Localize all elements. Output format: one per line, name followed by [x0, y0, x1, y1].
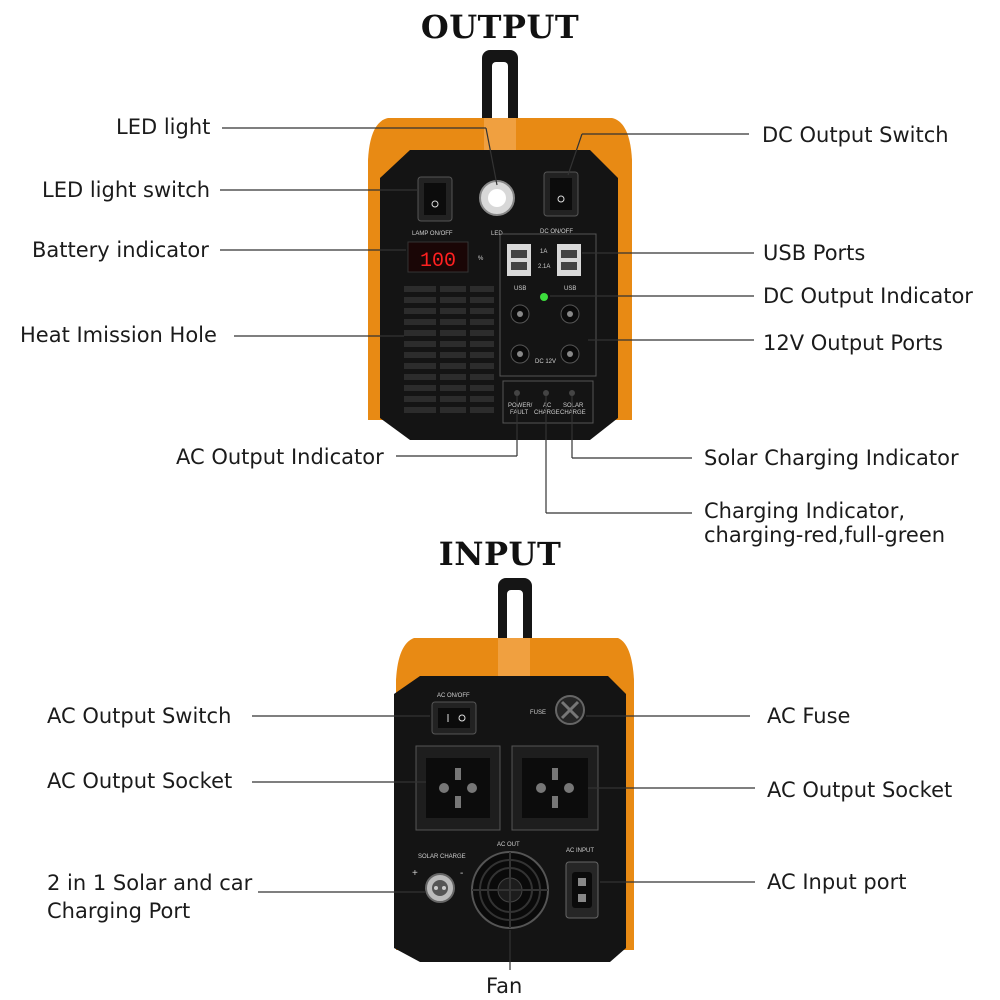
led-text: LED [491, 231, 503, 237]
solar-indicator-light [569, 390, 575, 396]
label-solar-car-port-line2: Charging Port [47, 899, 191, 923]
svg-text:AC: AC [543, 403, 552, 409]
label-dc-output-indicator: DC Output Indicator [763, 284, 973, 308]
label-fan: Fan [486, 974, 523, 998]
svg-text:USB: USB [564, 286, 576, 292]
label-ac-output-switch: AC Output Switch [47, 704, 232, 728]
dc-12v-ports-graphic: DC 12V [510, 304, 580, 365]
svg-text:CHARGE: CHARGE [534, 410, 560, 416]
label-led-light: LED light [116, 115, 211, 139]
label-usb-ports: USB Ports [763, 241, 866, 265]
label-solar-car-port-line1: 2 in 1 Solar and car [47, 871, 253, 895]
usb-ports-graphic: 1A 2.1A USB USB [507, 244, 581, 292]
label-ac-output-indicator: AC Output Indicator [176, 445, 384, 469]
label-heat-hole: Heat Imission Hole [20, 323, 217, 347]
dc-on-off-text: DC ON/OFF [540, 229, 573, 235]
label-dc-output-switch: DC Output Switch [762, 123, 949, 147]
ac-socket-right-graphic [511, 745, 599, 831]
label-12v-output-ports: 12V Output Ports [763, 331, 943, 355]
svg-text:2.1A: 2.1A [538, 264, 550, 270]
label-ac-output-socket-right: AC Output Socket [767, 778, 953, 802]
label-ac-input-port: AC Input port [767, 870, 907, 894]
svg-text:AC ON/OFF: AC ON/OFF [437, 693, 470, 699]
input-power-station: AC ON/OFF FUSE SOLAR CHARGE + [394, 578, 634, 962]
svg-text:FUSE: FUSE [530, 710, 546, 716]
ac-output-indicator-light [514, 390, 520, 396]
percent-text: % [478, 256, 484, 262]
lamp-on-off-text: LAMP ON/OFF [412, 231, 453, 237]
label-led-light-switch: LED light switch [42, 178, 211, 202]
output-power-station: LAMP ON/OFF LED DC ON/OFF 100 % 1A 2.1A … [368, 50, 632, 440]
input-heading: INPUT [438, 535, 562, 573]
svg-text:SOLAR: SOLAR [563, 403, 584, 409]
label-charging-indicator-line1: Charging Indicator, [704, 499, 906, 523]
svg-text:AC OUT: AC OUT [497, 842, 520, 848]
svg-text:POWER/: POWER/ [508, 403, 533, 409]
output-leader-lines [220, 127, 754, 514]
battery-value-text: 100 [420, 250, 456, 273]
battery-display [407, 241, 469, 273]
input-leader-lines [252, 715, 755, 970]
ac-socket-left-graphic [415, 745, 501, 831]
dc-output-indicator-light [540, 293, 548, 301]
svg-text:CHARGE: CHARGE [560, 410, 586, 416]
label-solar-charging-indicator: Solar Charging Indicator [704, 446, 959, 470]
heat-vents [404, 286, 494, 413]
output-heading: OUTPUT [420, 8, 580, 46]
charging-indicator-light [543, 390, 549, 396]
label-battery-indicator: Battery indicator [32, 238, 209, 262]
svg-text:USB: USB [514, 286, 526, 292]
label-charging-indicator-line2: charging-red,full-green [704, 523, 946, 547]
svg-text:SOLAR CHARGE: SOLAR CHARGE [418, 854, 466, 860]
svg-text:FAULT: FAULT [510, 410, 529, 416]
svg-text:1A: 1A [540, 249, 547, 255]
svg-text:AC INPUT: AC INPUT [566, 848, 594, 854]
svg-text:+: + [412, 868, 418, 879]
label-ac-output-socket-left: AC Output Socket [47, 769, 233, 793]
svg-text:DC 12V: DC 12V [535, 359, 556, 365]
svg-text:-: - [460, 868, 463, 879]
label-ac-fuse: AC Fuse [767, 704, 851, 728]
